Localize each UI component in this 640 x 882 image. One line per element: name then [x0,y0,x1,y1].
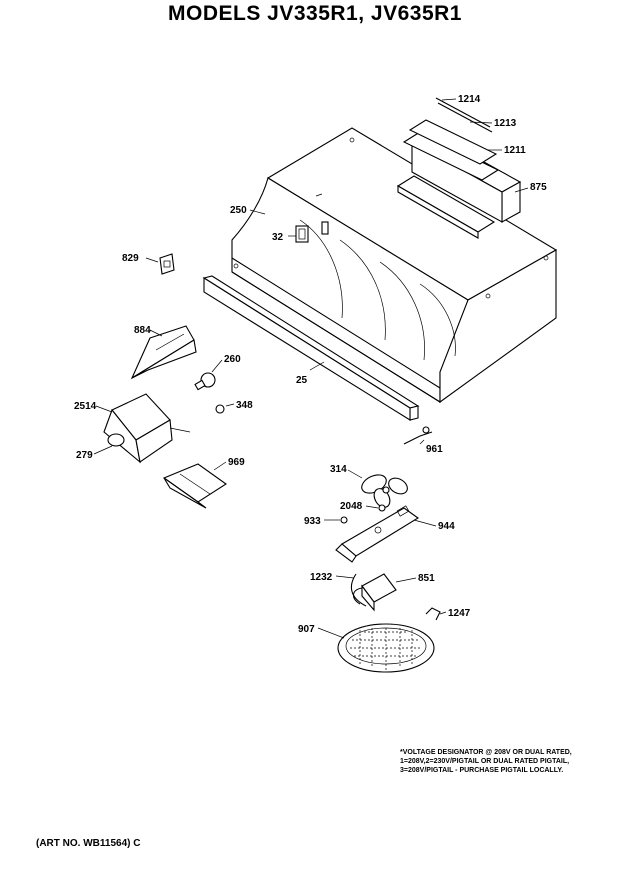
leader-lines [93,98,529,639]
hood-body [231,127,558,404]
wire-clip [403,426,433,445]
label-250: 250 [230,205,247,216]
label-260: 260 [224,354,241,365]
label-1232: 1232 [310,572,333,583]
grease-filter [337,623,435,673]
light-panel [162,463,227,509]
label-314: 314 [330,464,347,475]
label-2048: 2048 [340,501,363,512]
voltage-note: *VOLTAGE DESIGNATOR @ 208V OR DUAL RATED… [400,748,635,775]
label-884: 884 [134,325,151,336]
page-title: MODELS JV335R1, JV635R1 [168,2,462,25]
label-961: 961 [426,444,443,455]
grommet [215,404,225,414]
label-907: 907 [298,624,315,635]
voltage-note-line-2: 1=208V,2=230V/PIGTAIL OR DUAL RATED PIGT… [400,758,570,765]
label-32: 32 [272,232,284,243]
fan-motor [350,573,397,612]
label-851: 851 [418,573,435,584]
switch-829 [159,253,175,275]
label-944: 944 [438,521,455,532]
label-25: 25 [296,375,308,386]
label-1247: 1247 [448,608,471,619]
label-279: 279 [76,450,93,461]
label-829: 829 [122,253,139,264]
nut-2048 [378,504,386,512]
light-shield [130,325,197,380]
label-933: 933 [304,516,321,527]
label-1211: 1211 [504,145,526,156]
part-labels: 1214 1213 1211 875 250 32 829 884 260 25… [74,94,547,635]
label-2514: 2514 [74,401,97,412]
lamp-bulb [194,372,216,391]
label-1213: 1213 [494,118,517,129]
filter-plates [402,97,500,181]
motor-bracket [335,505,419,563]
socket-bracket [103,393,191,464]
label-875: 875 [530,182,547,193]
voltage-note-line-3: 3=208V/PIGTAIL - PURCHASE PIGTAIL LOCALL… [400,767,564,774]
art-number: (ART NO. WB11564) C [36,838,141,849]
switch-32 [295,225,309,243]
nut-933 [340,516,348,524]
label-1214: 1214 [458,94,481,105]
trim-strip [202,275,420,421]
clip-1247 [425,607,441,621]
voltage-note-line-1: *VOLTAGE DESIGNATOR @ 208V OR DUAL RATED… [400,749,572,756]
label-348: 348 [236,400,253,411]
label-969: 969 [228,457,245,468]
fan-blade [361,474,408,508]
